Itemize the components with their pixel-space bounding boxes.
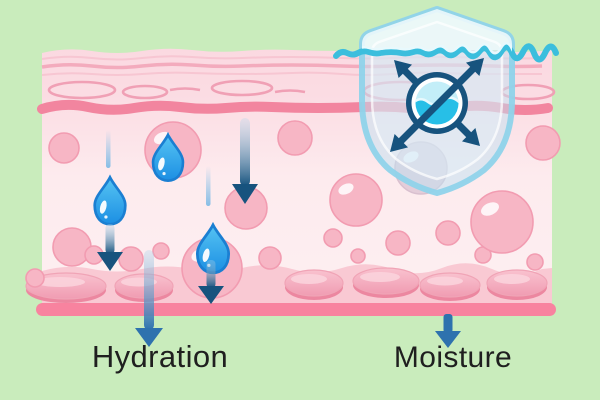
water-drop-icon: [93, 176, 127, 226]
moisture-label: Moisture: [393, 341, 513, 374]
down-arrow-icon: [97, 224, 123, 271]
hydration-arrow: [135, 250, 163, 347]
outward-arrows-icon: [390, 58, 484, 152]
hydration-label: Hydration: [91, 339, 229, 374]
skin-base-bar: [36, 303, 556, 316]
down-arrow-icon: [232, 118, 258, 204]
no-water-loss-emblem-icon: [390, 58, 484, 152]
down-arrow-icon: [198, 260, 224, 304]
water-drop-icon: [151, 133, 185, 182]
absorption-trails: [106, 130, 211, 206]
basal-cell-discs: [25, 267, 548, 303]
moisture-arrow: [435, 314, 461, 348]
